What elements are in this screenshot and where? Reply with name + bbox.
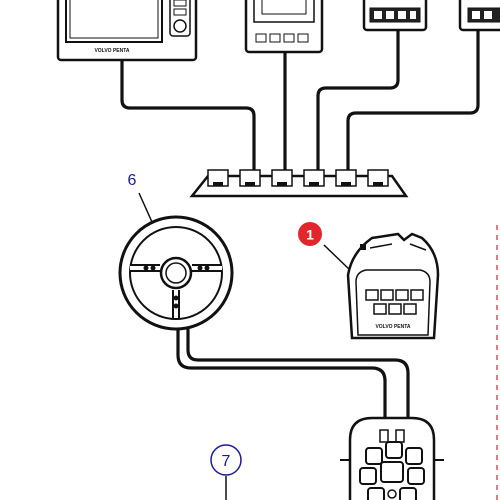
steering-wheel-leader-line	[138, 192, 153, 223]
callout-steering-wheel: 6	[128, 172, 137, 189]
connector-block	[340, 416, 444, 500]
gauge-display-unit-4	[458, 0, 500, 32]
callout-connector-badge: 7	[210, 444, 242, 476]
control-unit: VOLVO PENTA	[323, 232, 440, 340]
callout-connector: 7	[222, 453, 231, 470]
callout-control-unit-badge: 1	[298, 222, 322, 246]
display-brand-label: VOLVO PENTA	[94, 48, 129, 54]
cables	[120, 28, 480, 452]
gauge-display-unit-2	[244, 0, 324, 54]
control-unit-brand-label: VOLVO PENTA	[375, 324, 410, 330]
steering-wheel	[118, 192, 234, 331]
callout-control-unit: 1	[306, 227, 314, 243]
gauge-display-unit-3	[362, 0, 428, 32]
main-display-unit: VOLVO PENTA	[56, 0, 198, 62]
control-unit-leader-line	[323, 244, 353, 273]
junction-hub	[189, 169, 409, 198]
